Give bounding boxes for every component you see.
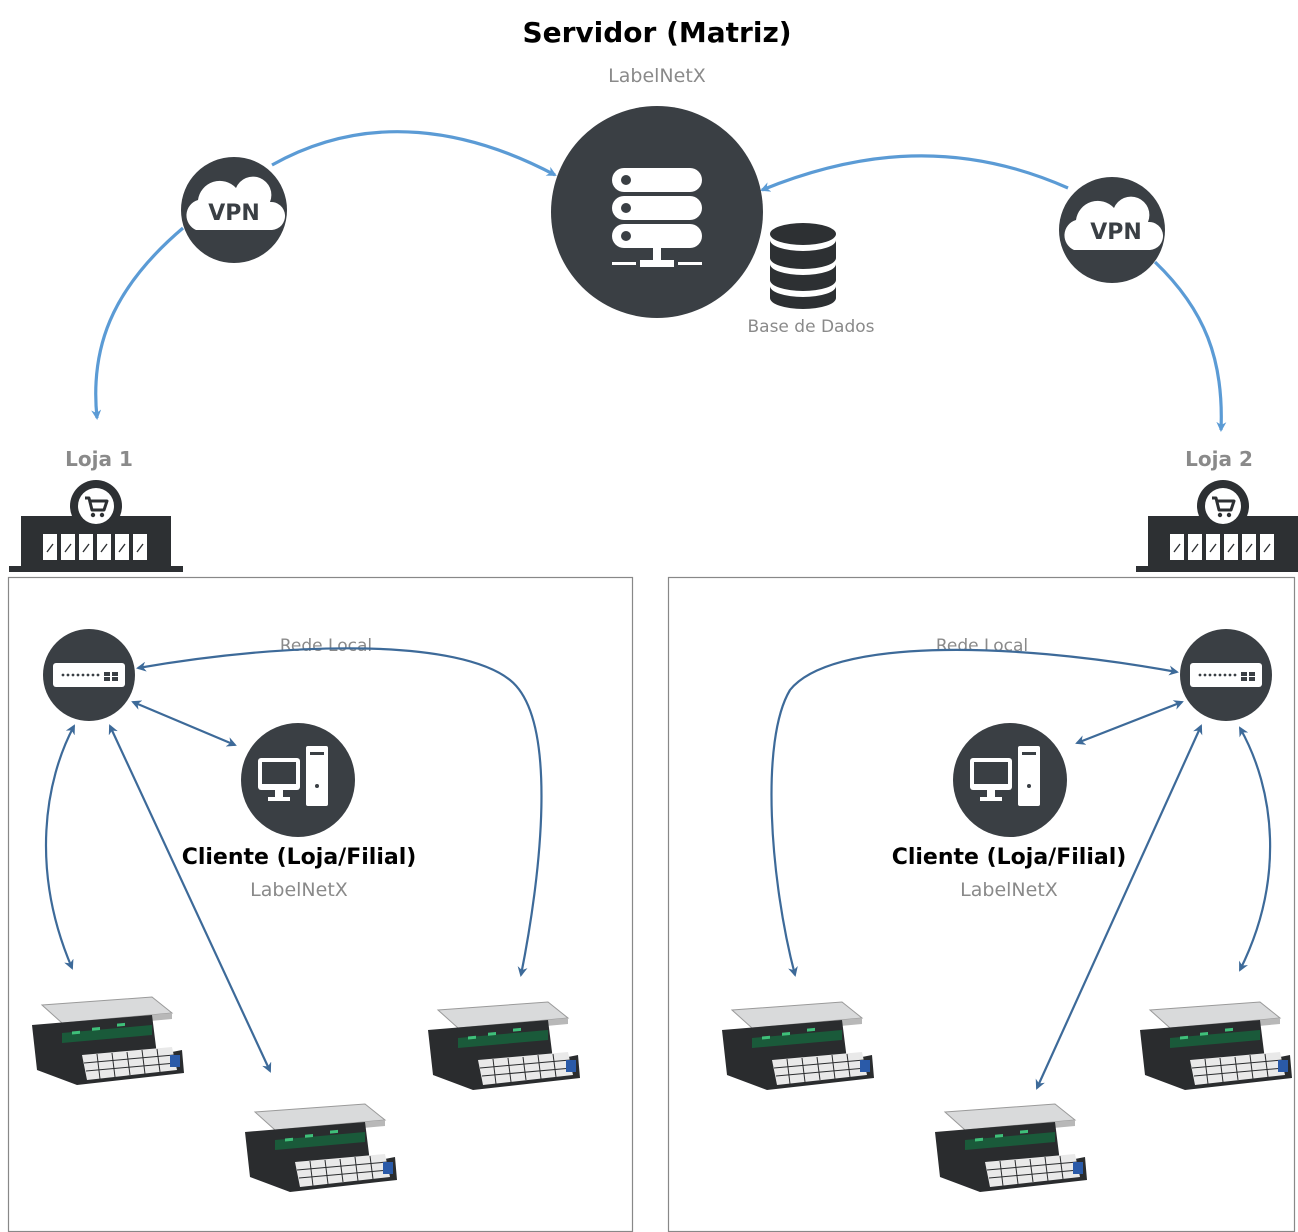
svg-text:VPN: VPN [1090,220,1142,245]
store-cart-icon [1134,478,1298,574]
vpn-link-right-to-server [760,154,1069,192]
vpn-link-left-to-store1 [91,226,185,420]
scale-icon [721,1001,875,1091]
svg-text:VPN: VPN [208,201,260,226]
lan-link [44,724,75,970]
client-1-subtitle: LabelNetX [250,879,348,901]
computer-icon [241,723,355,837]
store-1-network-label: Rede Local [280,636,372,656]
server-subtitle: LabelNetX [608,65,706,87]
scale-icon [427,1001,581,1091]
lan-link [770,648,1179,977]
client-1-title: Cliente (Loja/Filial) [182,845,417,870]
vpn-link-left-to-server [271,130,557,177]
store-1-name: Loja 1 [65,447,133,471]
scale-icon [934,1103,1088,1193]
lan-link [1239,726,1272,972]
network-switch-icon [43,629,135,721]
client-2-subtitle: LabelNetX [960,879,1058,901]
computer-icon [953,723,1067,837]
scale-icon [31,996,185,1086]
vpn-link-right-to-store2 [1153,260,1227,432]
server-icon [551,106,763,318]
server-title: Servidor (Matriz) [522,16,791,49]
lan-link [136,647,543,977]
lan-link [1075,700,1184,745]
database-icon [770,223,836,309]
store-cart-icon [7,478,185,574]
scale-icon [244,1103,398,1193]
network-switch-icon [1180,629,1272,721]
lan-link [1035,724,1203,1090]
store-2-network-label: Rede Local [936,636,1028,656]
store-2-name: Loja 2 [1185,447,1253,471]
client-2-title: Cliente (Loja/Filial) [892,845,1127,870]
lan-link [131,700,237,747]
vpn-cloud-icon: VPN [1059,177,1165,283]
vpn-cloud-icon: VPN [181,157,287,263]
database-label: Base de Dados [747,317,874,337]
lan-link [108,724,272,1073]
scale-icon [1139,1001,1293,1091]
